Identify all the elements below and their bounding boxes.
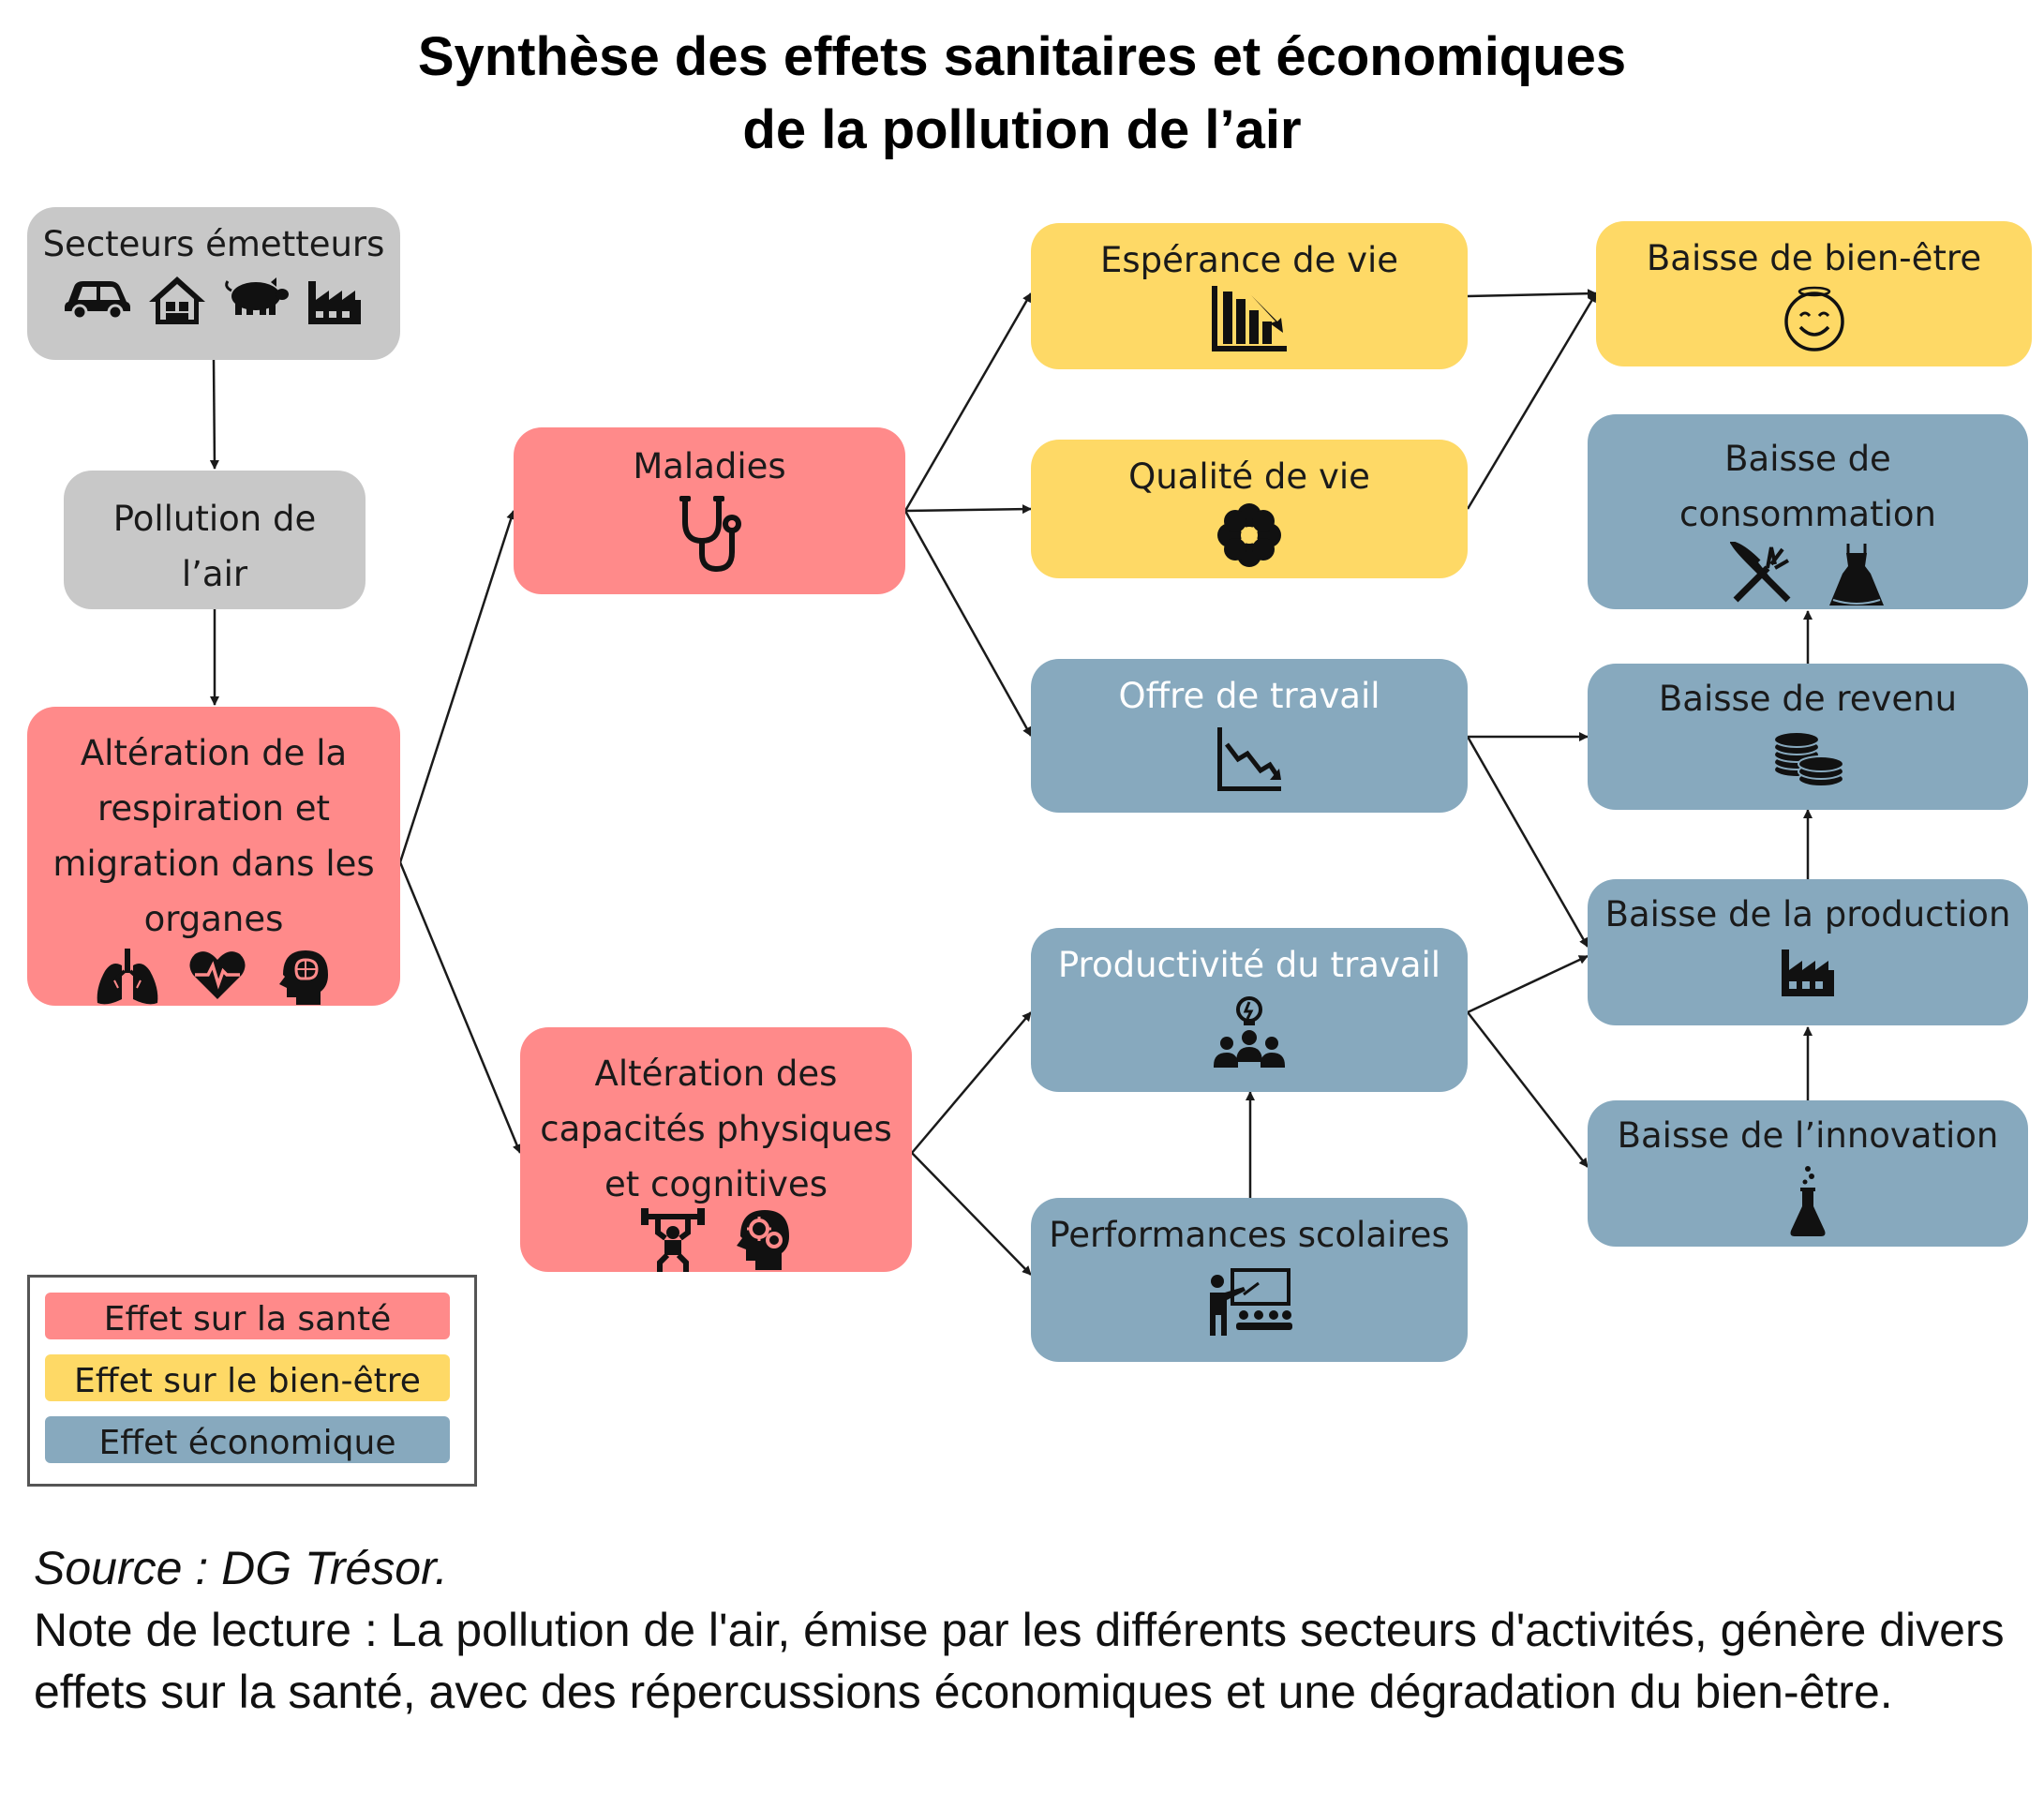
reading-note: Note de lecture : La pollution de l'air,…	[34, 1604, 2005, 1718]
arrow-alteration-maladies	[398, 510, 515, 863]
node-label: Performances scolaires	[1049, 1215, 1450, 1255]
title-line-1: Synthèse des effets sanitaires et économ…	[417, 26, 1627, 87]
arrow-esperance-bienetre	[1467, 289, 1597, 299]
arrow-capacites-performances	[911, 1152, 1032, 1276]
flower-icon	[1216, 502, 1282, 568]
car-icon	[63, 274, 132, 326]
node-label: Offre de travail	[1118, 676, 1380, 716]
arrow-productivite-production	[1467, 954, 1589, 1014]
bar-chart-down-icon	[1210, 284, 1289, 353]
node-secteurs-emetteurs: Secteurs émetteurs	[27, 207, 400, 360]
legend-item-economique: Effet économique	[45, 1416, 450, 1463]
node-pollution-air: Pollution de l’air	[64, 471, 366, 609]
brain-head-icon	[274, 947, 334, 1009]
pig-icon	[222, 274, 290, 326]
flask-icon	[1787, 1163, 1828, 1238]
node-label: Espérance de vie	[1099, 240, 1399, 280]
node-baisse-production: Baisse de la production	[1588, 879, 2028, 1025]
smiley-icon	[1782, 286, 1847, 351]
node-baisse-consommation: Baisse de consommation	[1588, 414, 2028, 609]
factory-icon	[1778, 942, 1838, 998]
footer: Source : DG Trésor. Note de lecture : La…	[34, 1537, 2021, 1723]
arrow-offre-production	[1466, 736, 1589, 948]
node-label: Productivité du travail	[1057, 945, 1441, 985]
node-alteration-respiration: Altération de la respiration et migratio…	[27, 707, 400, 1006]
chart-title: Synthèse des effets sanitaires et économ…	[0, 21, 2044, 167]
teacher-class-icon	[1206, 1266, 1292, 1338]
factory-icon	[305, 274, 365, 326]
node-label: Baisse de consommation	[1679, 439, 1936, 534]
node-label: Pollution de l’air	[112, 499, 317, 594]
weightlifter-icon	[639, 1206, 707, 1274]
node-offre-travail: Offre de travail	[1031, 659, 1468, 813]
node-label: Secteurs émetteurs	[42, 224, 385, 264]
node-label: Qualité de vie	[1128, 456, 1370, 497]
node-baisse-bien-etre: Baisse de bien-être	[1596, 221, 2032, 366]
node-label: Maladies	[633, 446, 786, 486]
head-gears-icon	[733, 1206, 793, 1274]
team-idea-icon	[1210, 994, 1289, 1073]
node-maladies: Maladies	[514, 427, 905, 594]
node-qualite-vie: Qualité de vie	[1031, 440, 1468, 578]
node-label: Baisse de la production	[1604, 894, 2011, 934]
arrow-qualite-bienetre	[1466, 292, 1598, 510]
source-text: Source : DG Trésor.	[34, 1542, 448, 1594]
node-baisse-revenu: Baisse de revenu	[1588, 664, 2028, 810]
heart-pulse-icon	[187, 947, 247, 1009]
node-productivite-travail: Productivité du travail	[1031, 928, 1468, 1092]
dress-icon	[1828, 542, 1886, 609]
node-esperance-vie: Espérance de vie	[1031, 223, 1468, 369]
legend-item-bien-etre: Effet sur le bien-être	[45, 1354, 450, 1401]
legend-item-sante: Effet sur la santé	[45, 1293, 450, 1339]
arrow-maladies-esperance	[903, 292, 1033, 512]
arrow-maladies-offre	[903, 510, 1033, 737]
arrow-secteurs-pollution	[209, 359, 219, 470]
line-chart-down-icon	[1216, 725, 1283, 793]
node-label: Baisse de bien-être	[1646, 238, 1982, 278]
arrow-capacites-productivite	[911, 1011, 1032, 1154]
title-line-2: de la pollution de l’air	[742, 99, 1302, 160]
node-baisse-innovation: Baisse de l’innovation	[1588, 1100, 2028, 1247]
node-label: Baisse de l’innovation	[1617, 1115, 1999, 1156]
node-label: Altération de la respiration et migratio…	[52, 733, 375, 939]
arrow-maladies-qualite	[904, 504, 1032, 515]
stethoscope-icon	[676, 494, 743, 575]
fork-knife-icon	[1730, 542, 1794, 609]
node-label: Baisse de revenu	[1658, 679, 1958, 719]
coins-icon	[1770, 726, 1845, 788]
arrow-alteration-capacites	[398, 861, 522, 1154]
node-label: Altération des capacités physiques et co…	[540, 1054, 892, 1204]
node-performances-scolaires: Performances scolaires	[1031, 1198, 1468, 1362]
lungs-icon	[94, 947, 161, 1009]
house-icon	[147, 274, 207, 326]
legend: Effet sur la santé Effet sur le bien-êtr…	[27, 1275, 477, 1487]
node-alteration-capacites: Altération des capacités physiques et co…	[520, 1027, 912, 1272]
arrow-productivite-innovation	[1467, 1011, 1589, 1168]
